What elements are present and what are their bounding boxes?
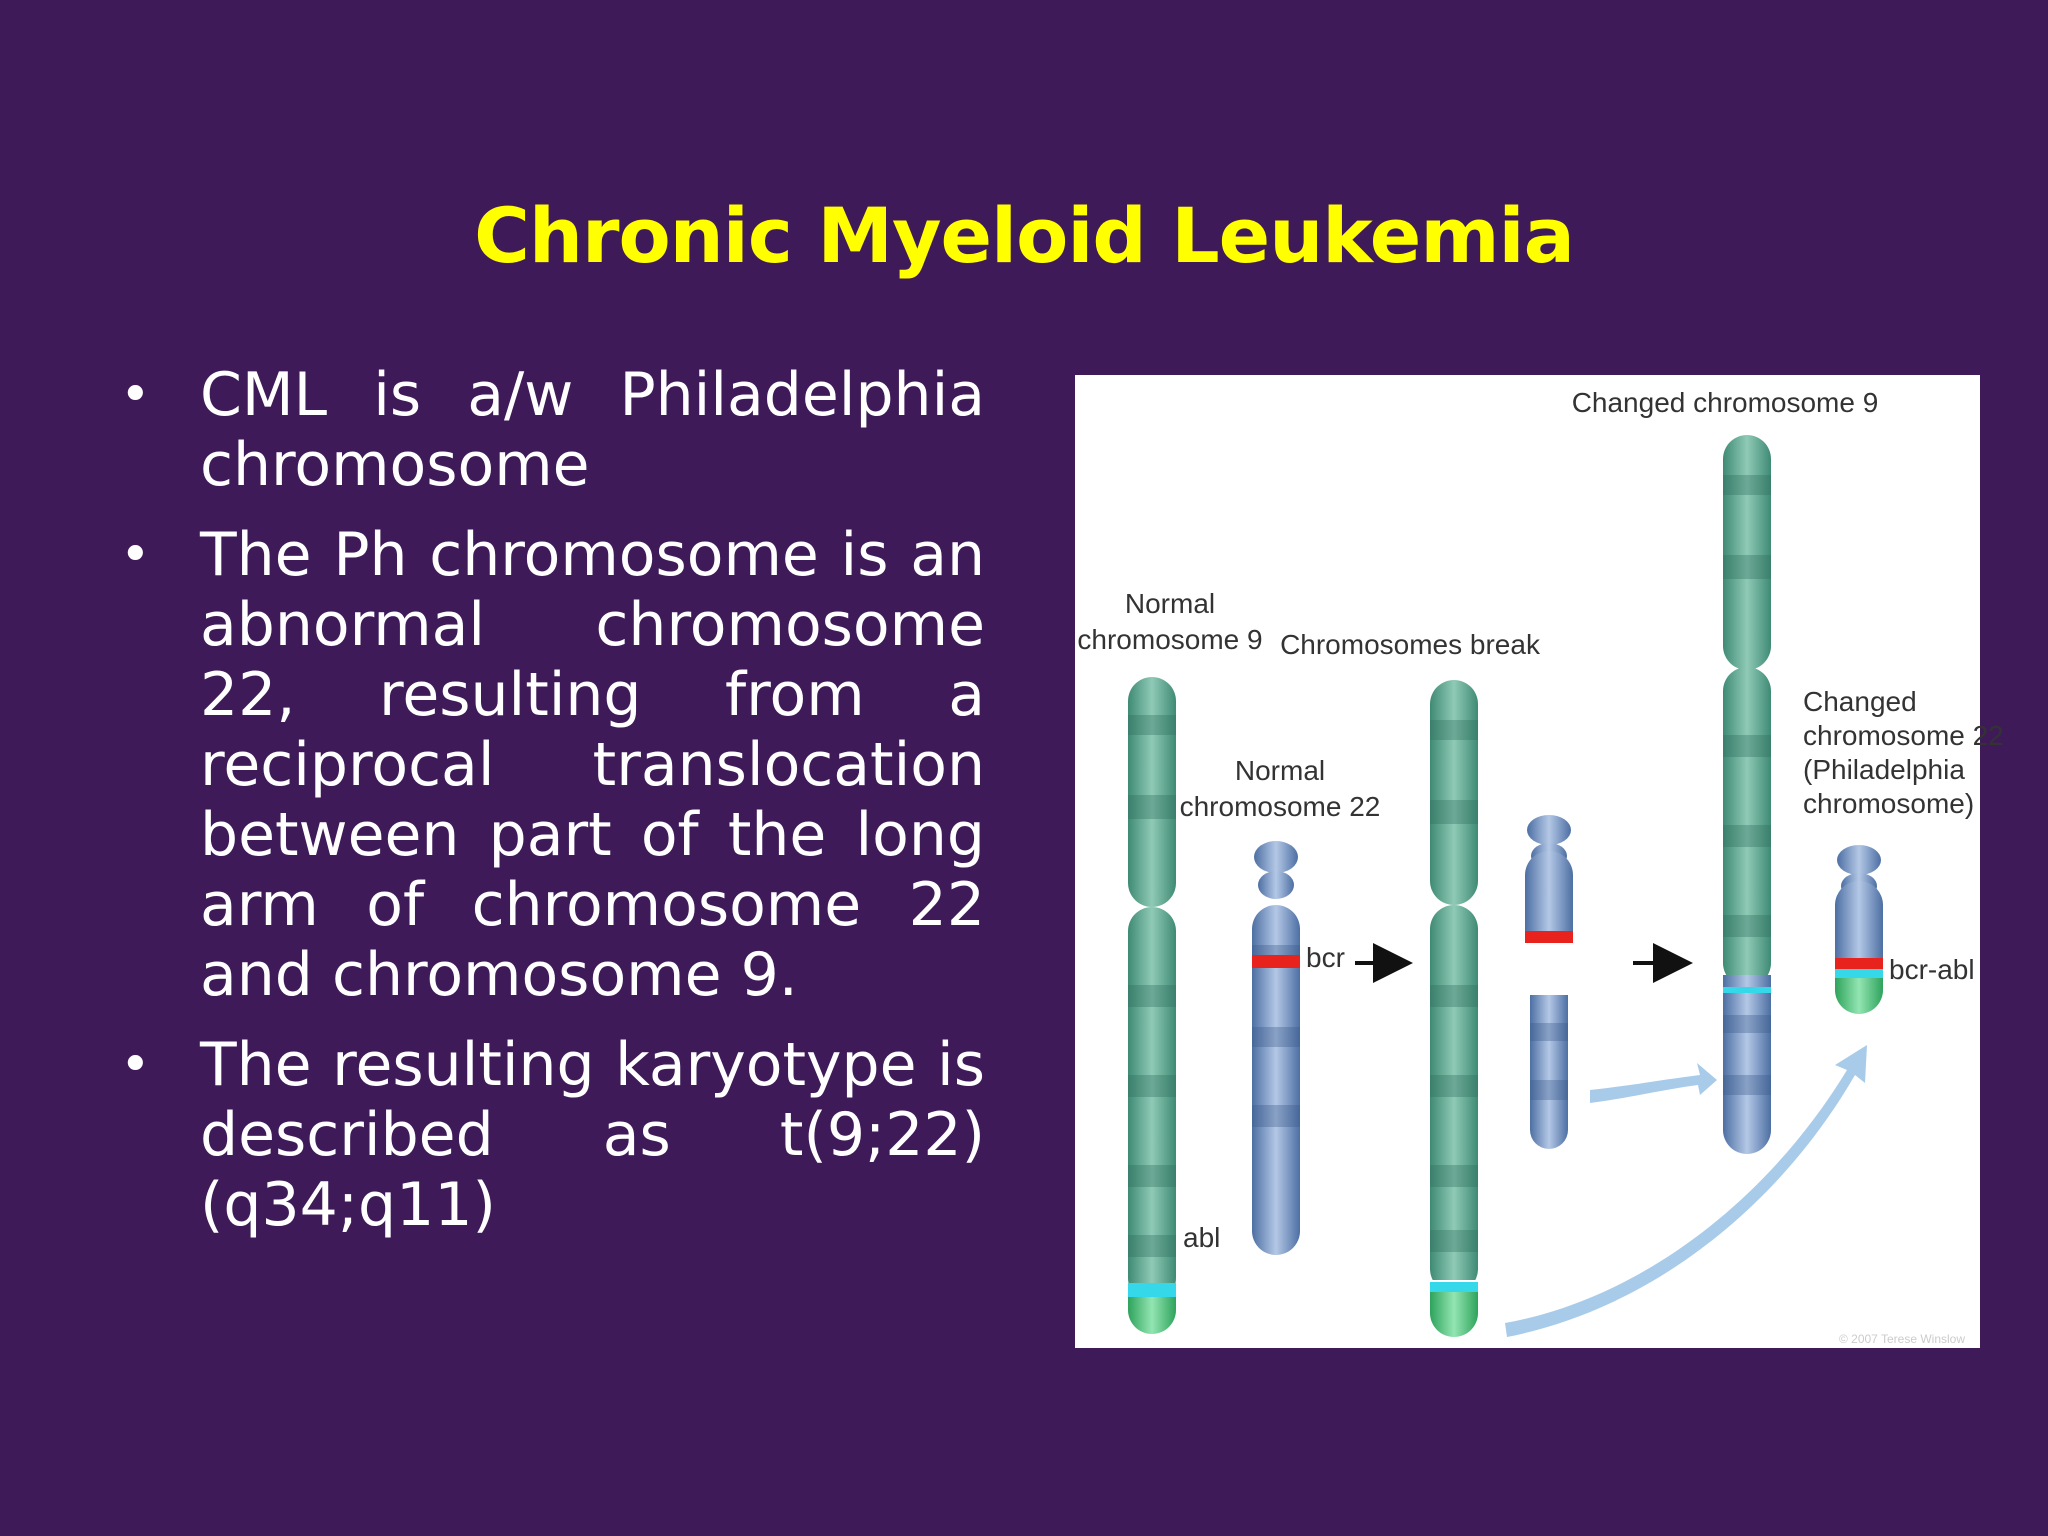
normal-chromosome-9-label: chromosome 9 (1077, 624, 1262, 655)
normal-chromosome-22-label: chromosome 22 (1180, 791, 1381, 822)
detached-abl-fragment (1430, 1283, 1478, 1337)
translocation-arrow-icon (1590, 1063, 1717, 1103)
abl-band (1128, 1283, 1176, 1297)
bullet-item: The resulting karyotype is described as … (120, 1030, 985, 1240)
slide-title: Chronic Myeloid Leukemia (474, 190, 1575, 280)
normal-chromosome-9-label: Normal (1125, 588, 1215, 619)
bcr-band (1252, 955, 1300, 968)
translocation-diagram-svg: abl Normal chromosome 9 bcr Normal chrom… (1077, 387, 2003, 1346)
bullet-item: CML is a/w Philadelphia chromosome (120, 360, 985, 500)
normal-chromosome-22-label: Normal (1235, 755, 1325, 786)
bullet-item: The Ph chromosome is an abnormal chromos… (120, 520, 985, 1010)
normal-chromosome-9: abl (1128, 677, 1220, 1334)
changed-chromosome-22-label: (Philadelphia (1803, 754, 1965, 785)
bcr-label: bcr (1306, 942, 1345, 973)
translocation-diagram: abl Normal chromosome 9 bcr Normal chrom… (1075, 375, 2004, 1348)
normal-chromosome-22: bcr (1252, 841, 1345, 1255)
philadelphia-chromosome: bcr-abl (1835, 845, 1975, 1014)
chromosomes-break-label: Chromosomes break (1280, 629, 1541, 660)
bullet-list: CML is a/w Philadelphia chromosome The P… (120, 360, 985, 1260)
changed-chromosome-9-label: Changed chromosome 9 (1572, 387, 1879, 418)
figure-credit: © 2007 Terese Winslow (1839, 1332, 1965, 1346)
abl-label: abl (1183, 1222, 1220, 1253)
changed-chromosome-22-label: chromosome 22 (1803, 720, 2004, 751)
changed-chromosome-22-label: Changed (1803, 686, 1917, 717)
broken-chromosome-9 (1430, 680, 1478, 1294)
changed-chromosome-9 (1723, 435, 1771, 1154)
bcr-abl-label: bcr-abl (1889, 954, 1975, 985)
changed-chromosome-22-label: chromosome) (1803, 788, 1974, 819)
broken-chromosome-22 (1525, 815, 1573, 1149)
